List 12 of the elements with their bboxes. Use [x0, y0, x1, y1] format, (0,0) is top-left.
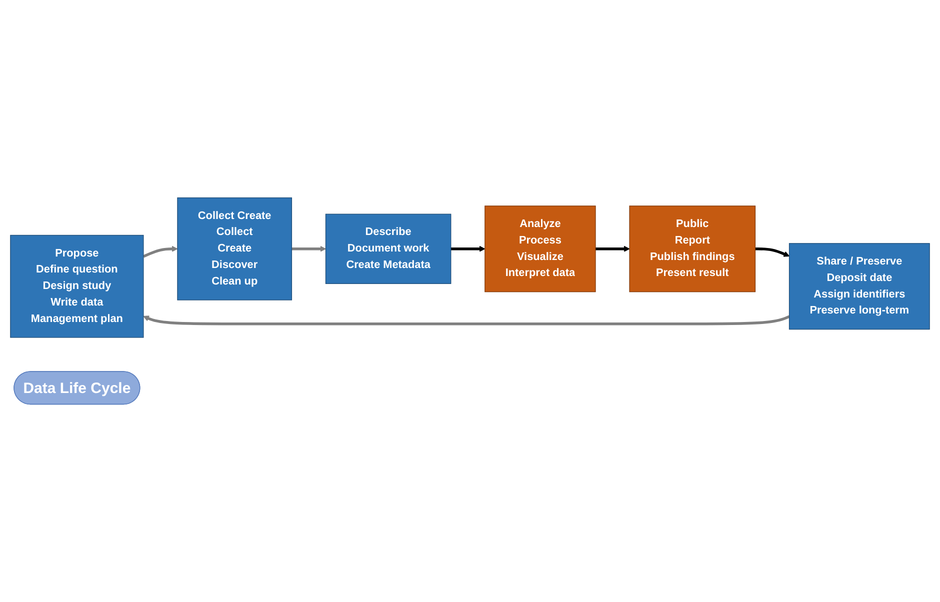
arrow — [142, 246, 178, 258]
node-box: Describe Document work Create Metadata — [325, 214, 452, 284]
node-box: Collect Create Collect Create Discover Clean up — [177, 197, 292, 300]
node-box: Propose Define question Design study Write data Management plan — [10, 234, 144, 338]
arrow — [292, 246, 326, 252]
arrow — [143, 315, 790, 326]
arrow — [450, 246, 486, 252]
arrow — [755, 248, 790, 257]
arrow — [595, 246, 630, 252]
node-box: Analyze Process Visualize Interpret data — [484, 206, 596, 292]
node-box: Share / Preserve Deposit date Assign identifiers Preserve long-term — [788, 243, 930, 330]
node-box: Public Report Publish findings Present result — [629, 206, 756, 292]
